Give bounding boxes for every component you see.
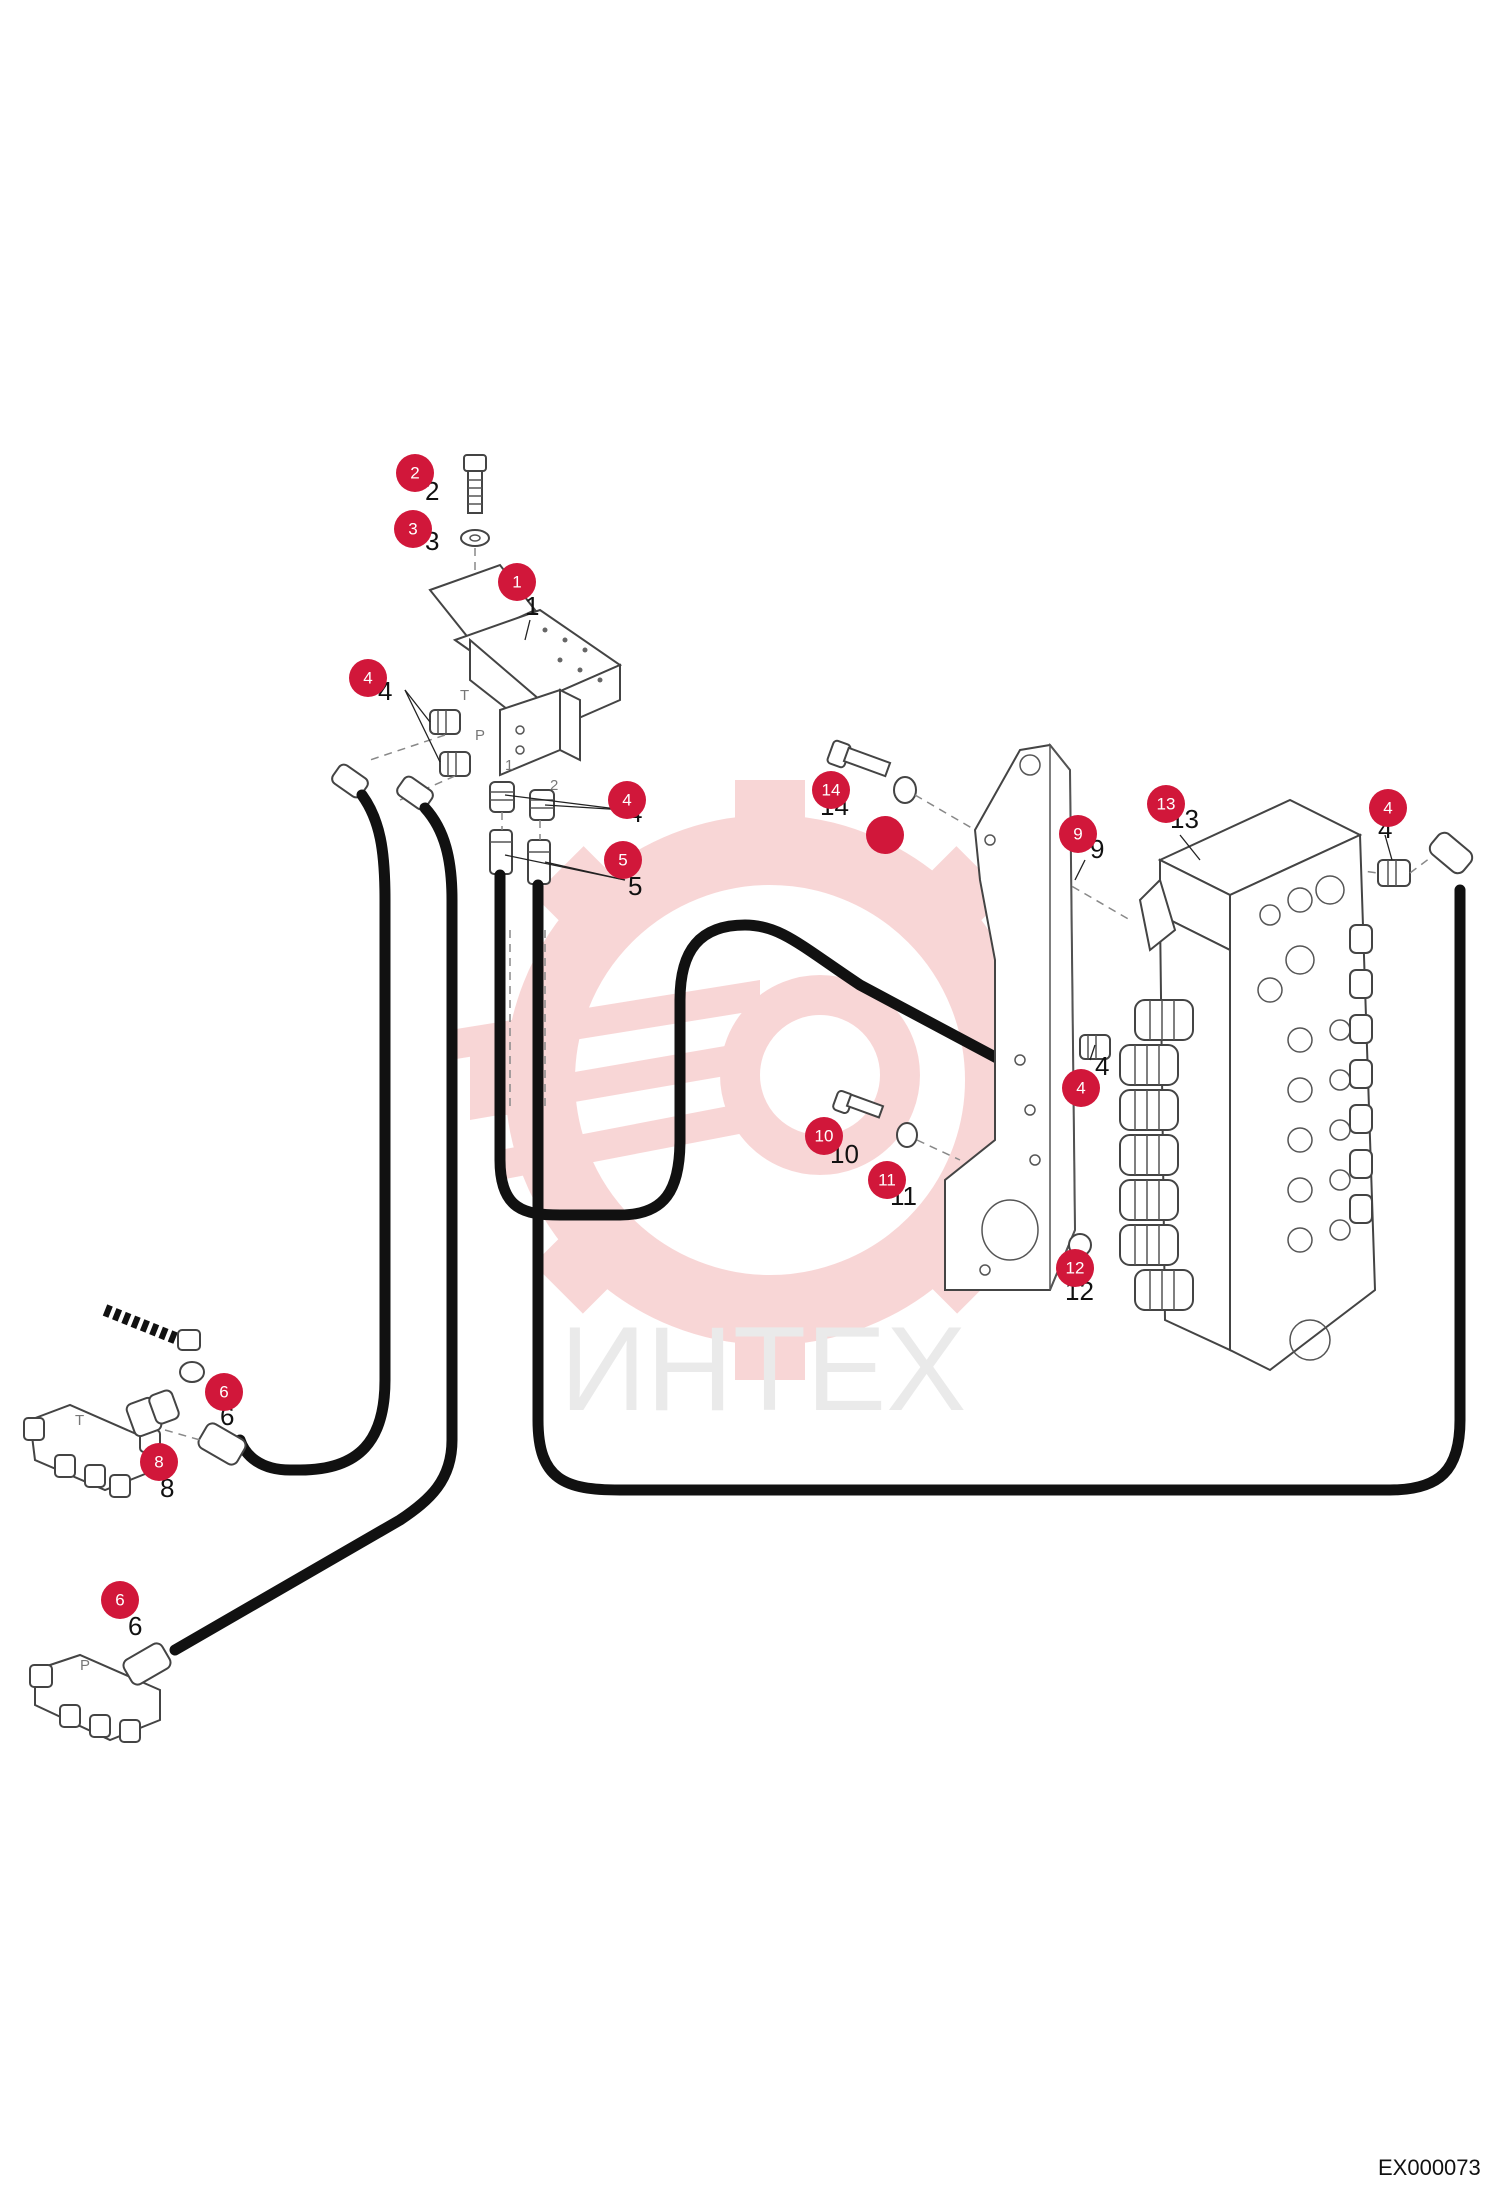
port-label-1: 1 — [505, 757, 513, 774]
svg-text:5: 5 — [618, 851, 627, 870]
svg-text:9: 9 — [1073, 825, 1082, 844]
callout-badge-1[interactable]: 1 — [498, 563, 536, 601]
callout-badge-4a[interactable]: 4 — [349, 659, 387, 697]
callout-badge-4b[interactable]: 4 — [608, 781, 646, 819]
port-label-p: P — [475, 727, 485, 744]
fitting-7 — [125, 1389, 180, 1438]
svg-text:14: 14 — [822, 781, 841, 800]
callout-badge-13[interactable]: 14 — [812, 771, 850, 809]
washer-10 — [896, 1122, 918, 1148]
hose-fitting-5a — [489, 829, 513, 875]
svg-text:10: 10 — [815, 1127, 834, 1146]
part-number-5: 5 — [628, 871, 642, 901]
part-number-7: 8 — [160, 1473, 174, 1503]
callout-badge-10[interactable]: 11 — [868, 1161, 906, 1199]
watermark-text: ИНТЕХ — [560, 1302, 966, 1436]
svg-text:6: 6 — [115, 1591, 124, 1610]
svg-text:4: 4 — [363, 669, 372, 688]
svg-text:4: 4 — [1383, 799, 1392, 818]
svg-text:4: 4 — [622, 791, 631, 810]
callout-badge-12[interactable]: 13 — [1147, 785, 1185, 823]
adapter-4-right — [1377, 859, 1411, 887]
svg-text:1: 1 — [512, 573, 521, 592]
part-number-6b: 6 — [128, 1611, 142, 1641]
callout-badge-3[interactable]: 3 — [394, 510, 432, 548]
svg-text:11: 11 — [878, 1171, 896, 1190]
callout-badge-7[interactable]: 8 — [140, 1443, 178, 1481]
svg-text:12: 12 — [1066, 1259, 1085, 1278]
adapter-4-pilot-t — [429, 709, 461, 735]
callout-badge-9[interactable]: 10 — [805, 1117, 843, 1155]
callout-badge-5[interactable]: 5 — [604, 841, 642, 879]
adapter-4-pilot-2 — [529, 789, 555, 821]
adapter-4-pilot-p — [439, 751, 471, 777]
washer-14 — [893, 776, 917, 804]
callout-badge-4c[interactable]: 4 — [1062, 1069, 1100, 1107]
adapter-4-pilot-1 — [489, 781, 515, 813]
part-number-4c: 4 — [1095, 1051, 1109, 1081]
svg-text:3: 3 — [408, 520, 417, 539]
port-label-2: 2 — [550, 777, 558, 794]
callout-badge-8[interactable]: 9 — [1059, 815, 1097, 853]
callout-badge-14[interactable] — [866, 816, 904, 854]
port-label-t: T — [460, 687, 469, 704]
control-valve-12 — [1119, 798, 1377, 1372]
bolt-2 — [463, 454, 487, 514]
port-label-manifold-p: P — [80, 1657, 90, 1674]
bracket-8 — [944, 742, 1077, 1291]
svg-text:2: 2 — [410, 464, 419, 483]
washer-3 — [460, 529, 490, 547]
bolt-13 — [826, 739, 892, 778]
port-label-manifold-t: T — [75, 1412, 84, 1429]
hose-braided-end — [102, 1304, 205, 1383]
fitting-6-lower — [122, 1642, 172, 1686]
hose-elbow-right — [1428, 831, 1474, 875]
callout-badge-4d[interactable]: 4 — [1369, 789, 1407, 827]
hose-elbow-left-b — [396, 775, 434, 811]
fitting-6-upper — [197, 1422, 247, 1466]
callout-badges: 2 3 1 4 4 5 14 9 13 4 4 10 11 12 6 8 6 — [101, 454, 1407, 1619]
spool-caps — [1119, 999, 1194, 1311]
callout-badge-11[interactable]: 12 — [1056, 1249, 1094, 1287]
callout-badge-6b[interactable]: 6 — [101, 1581, 139, 1619]
hydraulic-hoses — [169, 789, 1466, 1656]
callout-badge-2[interactable]: 2 — [396, 454, 434, 492]
svg-text:8: 8 — [154, 1453, 163, 1472]
part-number-1: 1 — [525, 591, 539, 621]
svg-text:13: 13 — [1157, 795, 1176, 814]
callout-badge-6a[interactable]: 6 — [205, 1373, 243, 1411]
manifold-lower — [29, 1653, 161, 1743]
drawing-code: EX000073 — [1378, 2155, 1481, 2180]
svg-text:6: 6 — [219, 1383, 228, 1402]
svg-text:4: 4 — [1076, 1079, 1085, 1098]
bolt-9 — [832, 1089, 885, 1119]
